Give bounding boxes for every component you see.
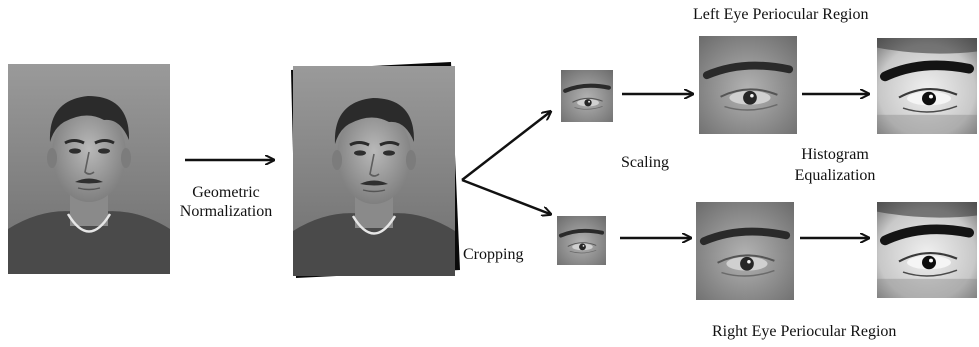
right-eye-scaled-image [696, 202, 794, 300]
left-eye-crop-image [561, 70, 613, 122]
histogram-label-line2: Equalization [780, 166, 890, 186]
arrow-crop-right [462, 180, 550, 214]
left-region-title: Left Eye Periocular Region [693, 5, 869, 25]
geometric-label-line2: Normalization [166, 202, 286, 222]
arrow-crop-left [462, 112, 550, 180]
cropping-label: Cropping [463, 245, 523, 265]
right-eye-crop-image [557, 216, 606, 265]
histogram-label-line1: Histogram [785, 145, 885, 165]
left-eye-scaled-image [699, 36, 797, 134]
geometric-label-line1: Geometric [176, 183, 276, 203]
right-eye-equalized-image [877, 202, 977, 298]
original-face-image [8, 64, 170, 274]
scaling-label: Scaling [621, 153, 669, 173]
normalized-face-image [291, 62, 460, 278]
right-region-title: Right Eye Periocular Region [712, 322, 896, 342]
left-eye-equalized-image [877, 38, 977, 134]
